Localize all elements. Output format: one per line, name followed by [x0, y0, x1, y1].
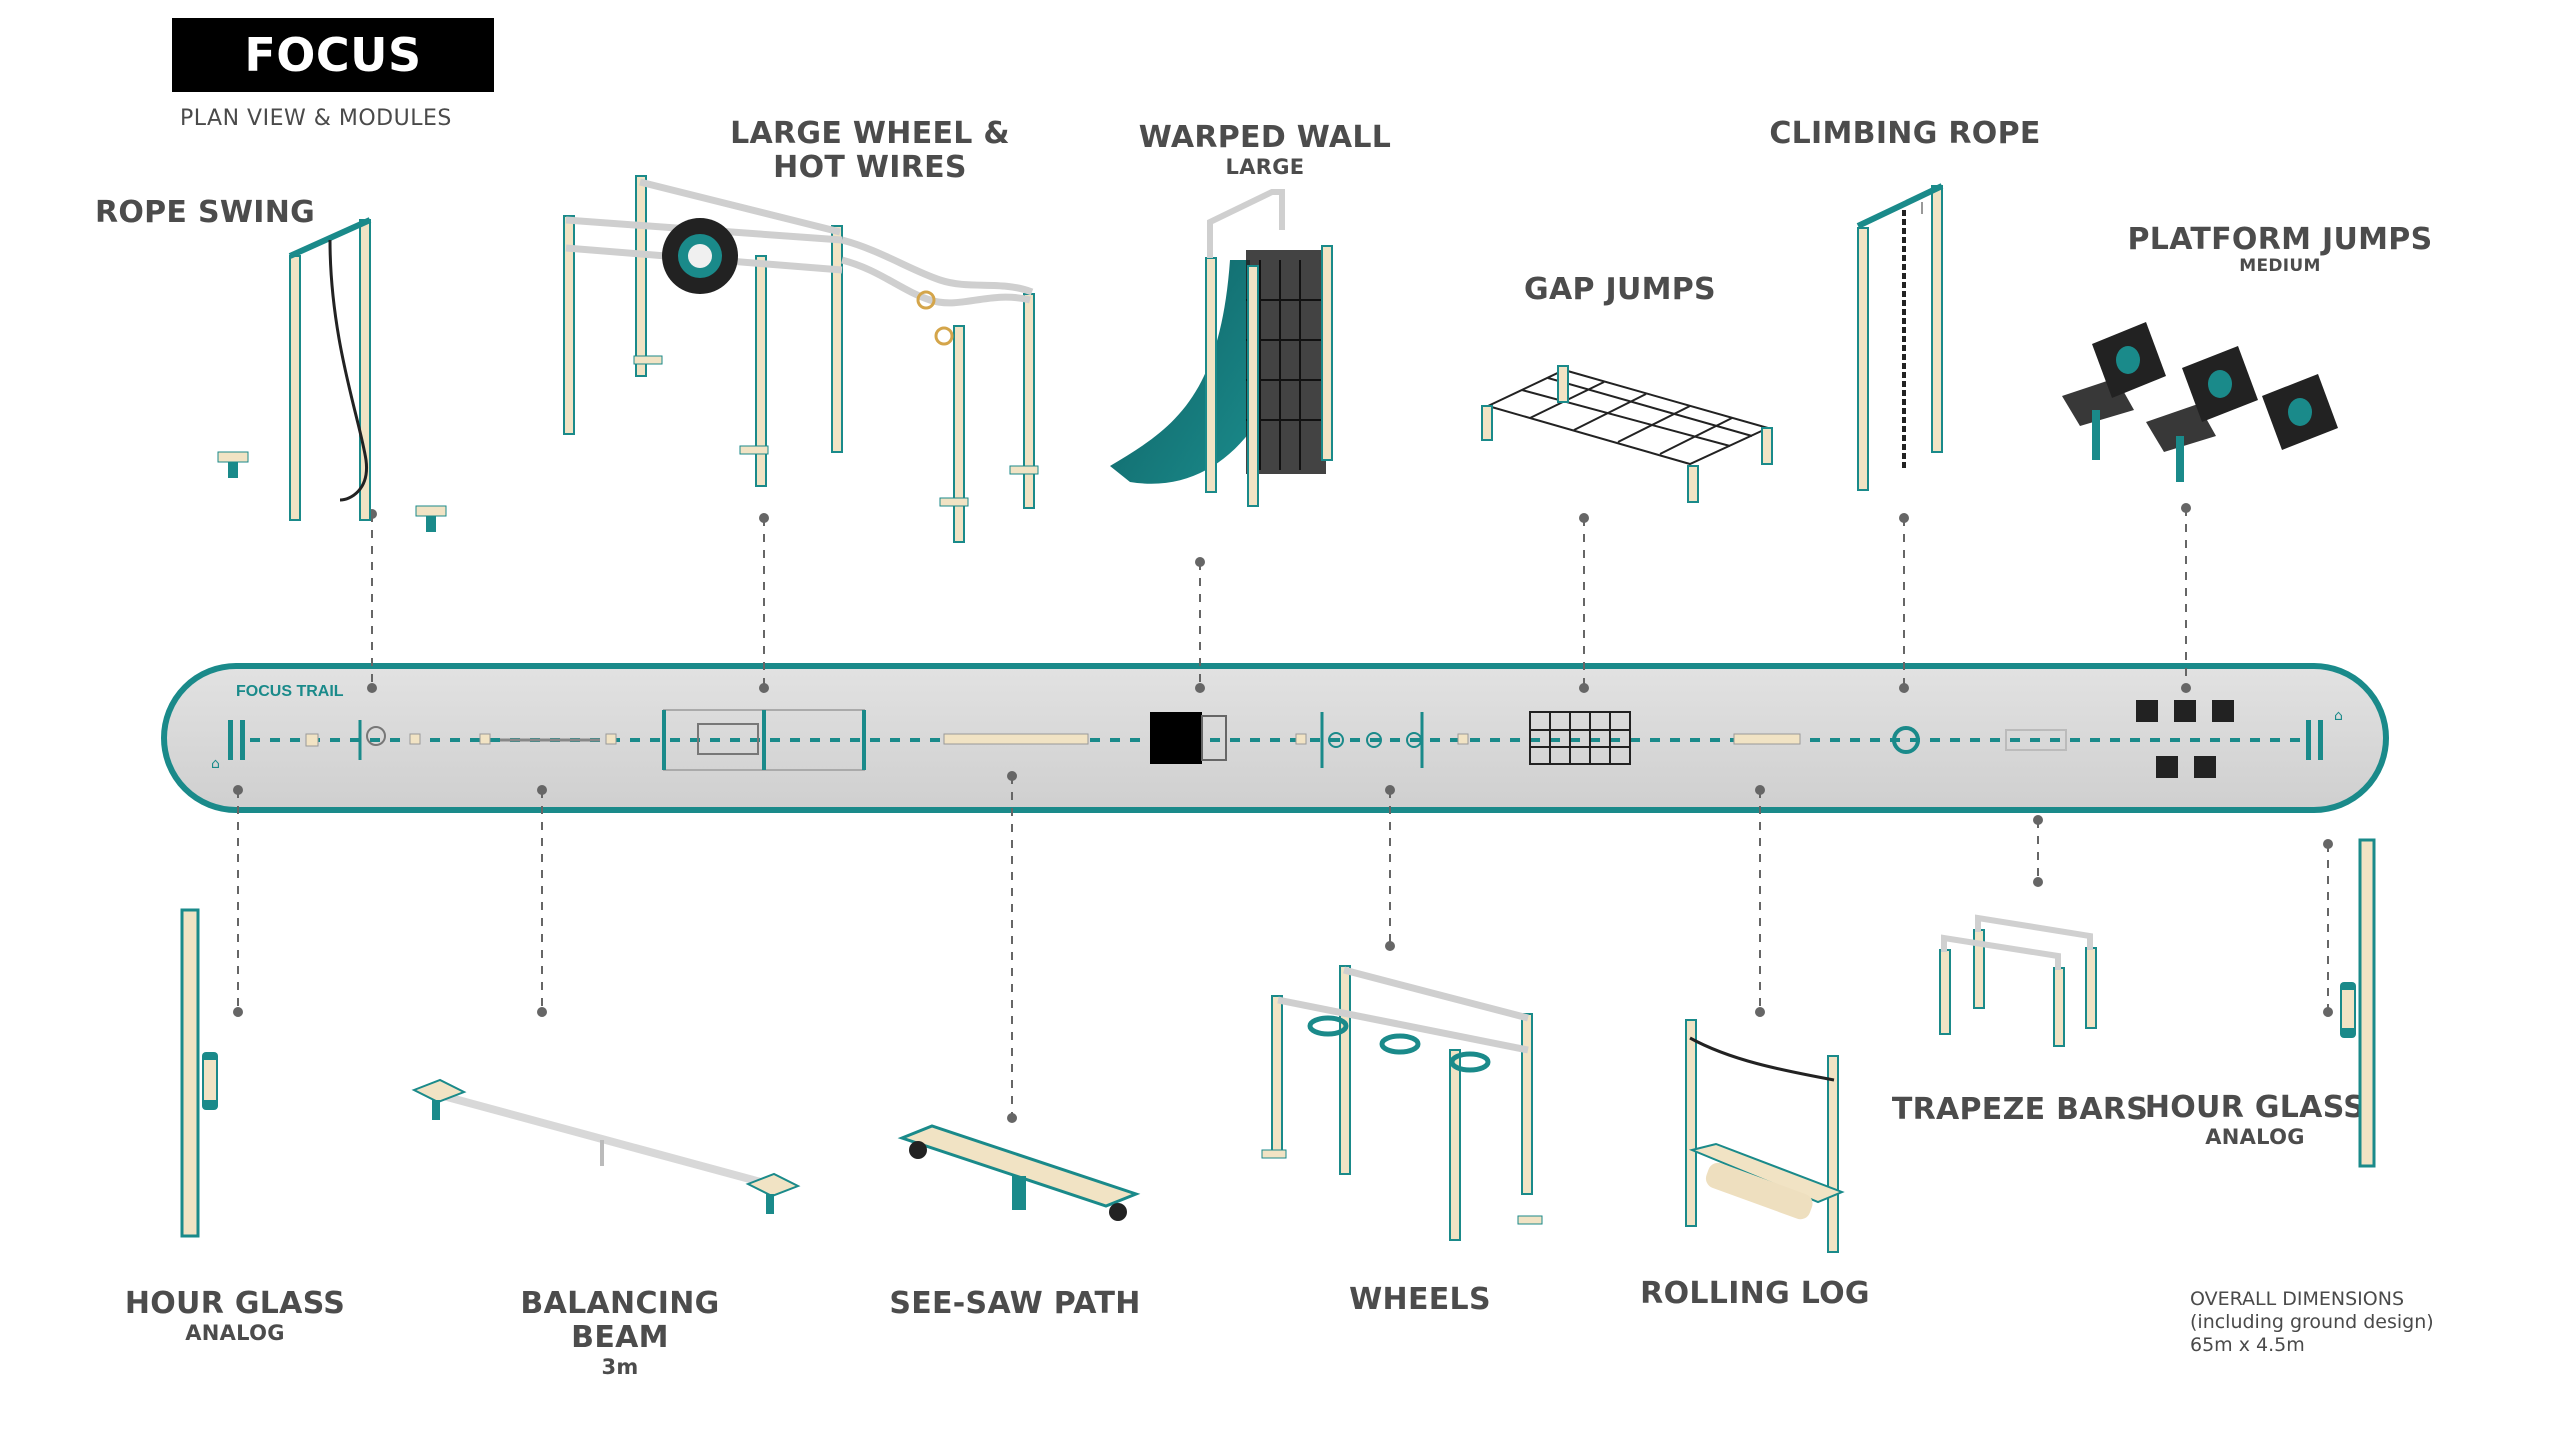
label-warped-wall: WARPED WALL LARGE [1120, 121, 1410, 180]
dimensions-line-2: (including ground design) [2190, 1311, 2434, 1333]
label-hour-glass-right-sub: ANALOG [2205, 1125, 2305, 1149]
page-subtitle: PLAN VIEW & MODULES [180, 106, 452, 131]
label-large-wheel-hot-wires: LARGE WHEEL &HOT WIRES [730, 116, 1010, 185]
focus-trail-logo: FOCUS TRAIL [172, 18, 494, 156]
label-see-saw-path: SEE-SAW PATH [889, 1286, 1141, 1321]
connector-lines [237, 508, 2329, 1118]
label-balancing-beam: BALANCING BEAM 3m [470, 1287, 770, 1380]
dimensions-line-3: 65m x 4.5m [2190, 1334, 2305, 1356]
dimensions-line-1: OVERALL DIMENSIONS [2190, 1288, 2405, 1310]
large-wheel-hot-wires-illustration [563, 175, 1039, 543]
hour-glass-left-illustration [180, 908, 218, 1238]
svg-text:⌂: ⌂ [2334, 708, 2343, 724]
balancing-beam-illustration [411, 1078, 801, 1214]
label-gap-jumps: GAP JUMPS [1524, 272, 1716, 307]
svg-text:⌂: ⌂ [211, 756, 220, 772]
see-saw-path-illustration [897, 1124, 1141, 1221]
label-platform-jumps-sub: MEDIUM [2239, 256, 2321, 276]
label-hour-glass-left: HOUR GLASS ANALOG [100, 1287, 370, 1346]
label-balancing-beam-sub: 3m [601, 1355, 639, 1379]
warped-wall-illustration [1110, 189, 1333, 507]
label-trapeze-bars: TRAPEZE BARS [1891, 1092, 2149, 1127]
trapeze-bars-illustration [1939, 914, 2097, 1047]
label-rolling-log: ROLLING LOG [1640, 1276, 1870, 1311]
rope-swing-illustration [217, 217, 447, 532]
gap-jumps-illustration [1481, 365, 1773, 503]
rolling-log-illustration [1685, 1019, 1845, 1253]
label-climbing-rope: CLIMBING ROPE [1769, 116, 2041, 151]
plan-view-track: FOCUS TRAIL ⌂ ⌂ [161, 663, 2389, 813]
wheels-illustration [1261, 965, 1543, 1241]
overall-dimensions-note: OVERALL DIMENSIONS (including ground des… [2190, 1288, 2434, 1357]
platform-jumps-illustration [2062, 322, 2338, 482]
label-wheels: WHEELS [1349, 1282, 1491, 1317]
hour-glass-right-illustration [2340, 838, 2376, 1168]
label-hour-glass-right: HOUR GLASS ANALOG [2120, 1091, 2390, 1150]
label-rope-swing: ROPE SWING [94, 195, 316, 230]
plan-label: FOCUS TRAIL [236, 683, 344, 700]
label-warped-wall-sub: LARGE [1225, 155, 1305, 179]
connector-dots [233, 503, 2333, 1123]
climbing-rope-illustration [1856, 183, 1944, 491]
label-platform-jumps: PLATFORM JUMPS MEDIUM [2120, 223, 2440, 276]
label-hour-glass-left-sub: ANALOG [185, 1321, 285, 1345]
